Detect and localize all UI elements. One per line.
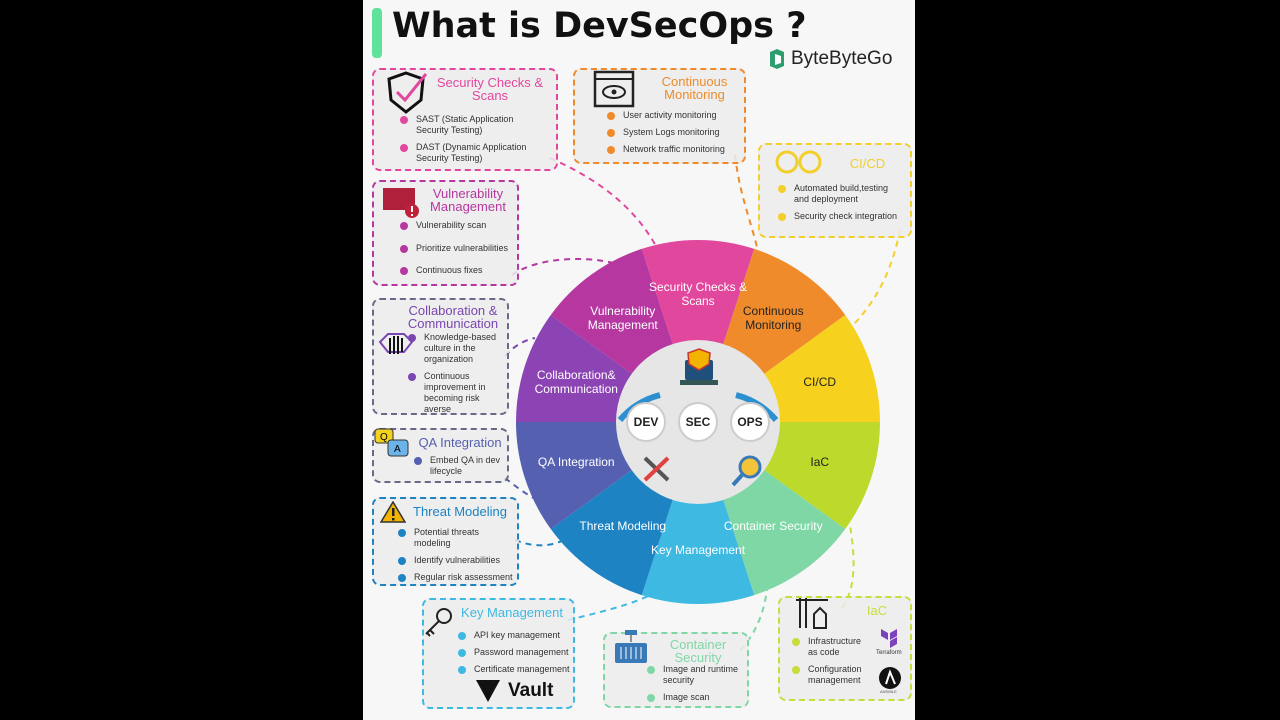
card-cicd: CI/CD Automated build,testing and deploy… — [758, 143, 912, 238]
card-title: Key Management — [461, 605, 563, 620]
eye-monitor-icon — [593, 70, 635, 108]
warning-icon — [380, 501, 406, 523]
bytebytego-logo-icon — [770, 49, 784, 69]
wheel-segment-key-management — [641, 422, 755, 605]
handshake-icon — [378, 333, 414, 354]
card-iac: IaC Infrastructure as code Configuration… — [778, 596, 912, 701]
list-item: Continuous improvement in becoming risk … — [406, 371, 501, 415]
card-key-management: Key Management API key management Passwo… — [422, 598, 575, 709]
svg-text:A: A — [394, 444, 401, 455]
list-item: Embed QA in dev lifecycle — [412, 455, 504, 477]
list-item: Network traffic monitoring — [605, 144, 745, 155]
card-title: Container Security — [669, 637, 727, 665]
connector-vuln — [511, 258, 629, 276]
card-threat-modeling: Threat Modeling Potential threats modeli… — [372, 497, 519, 586]
card-title: IaC — [866, 603, 888, 618]
list-item: Vulnerability scan — [398, 220, 518, 231]
crane-building-icon — [796, 598, 828, 629]
shield-check-icon — [387, 71, 428, 114]
list-item: Knowledge-based culture in the organizat… — [406, 332, 501, 365]
card-title: Vulnerability Management — [430, 186, 506, 214]
card-collaboration: Collaboration & Communication Knowledge-… — [372, 298, 509, 415]
card-title: Security Checks & Scans — [436, 75, 544, 103]
list-item: Infrastructure as code — [790, 636, 870, 658]
sec-node: SEC — [678, 402, 718, 442]
ansible-logo: ANSIBLE — [880, 689, 897, 694]
card-title: QA Integration — [418, 435, 502, 450]
infinity-loop-icon — [775, 150, 822, 174]
wheel-segment-label: Continuous Monitoring — [742, 304, 804, 333]
laptop-shield-icon — [680, 348, 718, 385]
list-item: Prioritize vulnerabilities — [398, 243, 518, 254]
card-title: Continuous Monitoring — [661, 74, 728, 102]
vault-logo-icon — [476, 680, 500, 702]
svg-text:Q: Q — [380, 432, 388, 443]
card-title: CI/CD — [849, 156, 886, 171]
wheel-segment-label: Key Management — [650, 543, 746, 557]
list-item: Security check integration — [776, 211, 901, 222]
terraform-logo-icon — [881, 629, 897, 648]
wheel-segment-label: IaC — [810, 454, 830, 469]
connector-cicd — [842, 229, 901, 336]
title-accent-bar — [372, 8, 382, 58]
list-item: API key management — [456, 630, 576, 641]
ansible-logo-icon — [879, 667, 901, 689]
ops-node: OPS — [730, 402, 770, 442]
wheel-segment-label: CI/CD — [803, 375, 837, 390]
wheel-segment-label: Security Checks & Scans — [648, 280, 748, 308]
list-item: Image scan — [645, 692, 745, 703]
brand-logo: ByteByteGo — [767, 48, 892, 70]
dev-node: DEV — [626, 402, 666, 442]
list-item: Identify vulnerabilities — [396, 555, 516, 566]
qa-chat-icon: QA — [374, 428, 409, 457]
wheel-segment-label: Container Security — [723, 518, 823, 533]
list-item: Configuration management — [790, 664, 870, 686]
connector-security — [549, 157, 663, 259]
connector-qa — [504, 477, 556, 506]
tools-icon — [643, 456, 670, 482]
list-item: Potential threats modeling — [396, 527, 516, 549]
list-item: SAST (Static Application Security Testin… — [398, 114, 538, 136]
card-title: Collaboration & Communication — [407, 303, 499, 331]
connector-key — [567, 584, 666, 621]
wheel-segment-label: Threat Modeling — [579, 518, 667, 533]
card-security-checks: Security Checks & Scans SAST (Static App… — [372, 68, 558, 171]
card-title: Threat Modeling — [413, 504, 507, 519]
card-vulnerability-management: Vulnerability Management Vulnerability s… — [372, 180, 519, 286]
list-item: System Logs monitoring — [605, 127, 745, 138]
magnifier-gear-icon — [731, 455, 762, 487]
wheel-segment-security-checks-scans — [641, 240, 755, 422]
vulnerability-alert-icon — [383, 188, 419, 218]
vault-logo: Vault — [508, 680, 554, 701]
list-item: DAST (Dynamic Application Security Testi… — [398, 142, 538, 164]
brand-name: ByteByteGo — [791, 48, 893, 69]
container-crane-icon — [615, 630, 647, 663]
card-continuous-monitoring: Continuous Monitoring User activity moni… — [573, 68, 746, 164]
list-item: Image and runtime security — [645, 664, 745, 686]
card-container-security: Container Security Image and runtime sec… — [603, 630, 749, 708]
key-icon — [425, 608, 452, 637]
list-item: Regular risk assessment — [396, 572, 516, 583]
terraform-logo: Terraform — [876, 650, 902, 656]
list-item: User activity monitoring — [605, 110, 745, 121]
wheel-segment-label: Collaboration& Communication — [534, 368, 618, 397]
list-item: Certificate management — [456, 664, 576, 675]
page-title: What is DevSecOps ? — [392, 6, 807, 46]
list-item: Automated build,testing and deployment — [776, 183, 901, 205]
list-item: Password management — [456, 647, 576, 658]
wheel-segment-label: QA Integration — [537, 454, 615, 469]
wheel-segment-label: Vulnerability Management — [587, 304, 658, 333]
list-item: Continuous fixes — [398, 265, 518, 276]
